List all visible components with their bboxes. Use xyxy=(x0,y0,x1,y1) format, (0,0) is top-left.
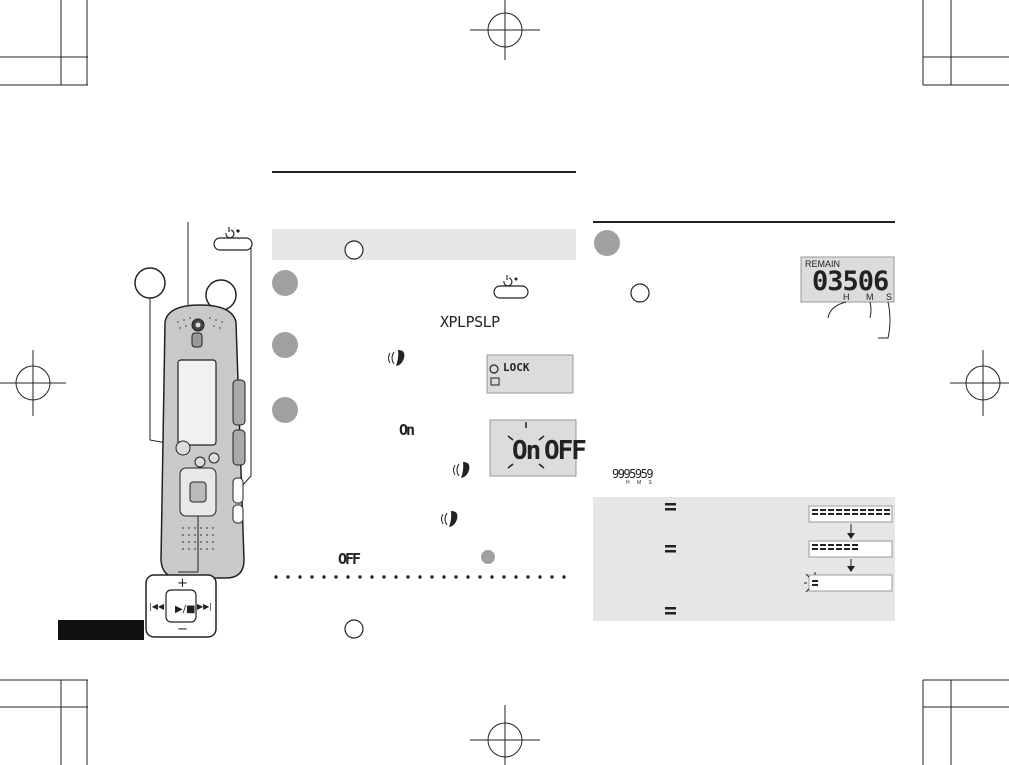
lcd-on-text: On xyxy=(512,436,541,466)
registration-mark-icon xyxy=(0,350,66,416)
lcd-off-text: OFF xyxy=(544,436,587,466)
step-circle-3 xyxy=(272,397,298,423)
page-tab xyxy=(58,620,144,640)
section-band xyxy=(272,229,576,260)
registration-mark-icon xyxy=(470,705,540,765)
hms-m: M xyxy=(866,292,874,302)
recorder-body xyxy=(160,304,246,579)
power-hold-icon xyxy=(493,275,529,299)
hms-h: H xyxy=(843,292,850,302)
step-circle-2 xyxy=(272,332,298,358)
nav-pad-zoom: ▶/■ + − |◀◀ ▶▶| xyxy=(145,574,217,638)
svg-text:▶/■: ▶/■ xyxy=(175,604,196,615)
svg-text:|◀◀: |◀◀ xyxy=(149,602,165,611)
max-time: 9995959 xyxy=(612,467,654,481)
hold-wave-icon xyxy=(441,511,458,527)
lcd-remain xyxy=(800,256,895,303)
off-note-text: OFF xyxy=(338,550,361,568)
step-circle-r1 xyxy=(594,230,620,256)
svg-text:+: + xyxy=(177,576,188,591)
lcd-lock-text: LOCK xyxy=(503,361,530,374)
step-circle-1 xyxy=(272,270,298,296)
hold-wave-icon xyxy=(453,462,470,478)
lcd-on-off xyxy=(489,419,577,477)
svg-text:▶▶|: ▶▶| xyxy=(197,602,212,611)
lcd-lock xyxy=(486,354,574,394)
mode-code: XPLPSLP xyxy=(440,313,500,331)
registration-mark-icon xyxy=(470,0,540,60)
max-time-hms: H M S xyxy=(626,480,655,486)
registration-mark-icon xyxy=(950,350,1009,416)
power-hold-icon xyxy=(213,227,253,251)
hold-wave-icon xyxy=(388,350,405,366)
svg-text:−: − xyxy=(177,622,188,637)
hms-s: S xyxy=(886,292,893,302)
remain-label: REMAIN xyxy=(805,259,841,269)
remain-digits: 03506 xyxy=(812,266,889,297)
level-bar-empty xyxy=(808,574,893,592)
on-display-text: On xyxy=(399,421,415,439)
